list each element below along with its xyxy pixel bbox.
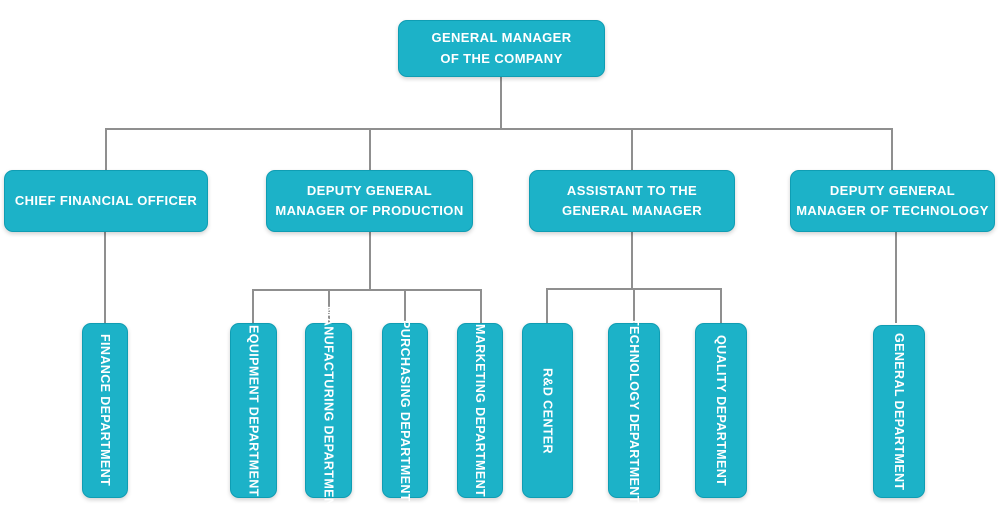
org-node-marketing-department: MARKETING DEPARTMENT bbox=[457, 323, 503, 498]
connector-technology-general bbox=[895, 232, 897, 323]
org-node-quality-department-label: QUALITY DEPARTMENT bbox=[714, 334, 728, 487]
org-node-deputy-gm-technology: DEPUTY GENERAL MANAGER OF TECHNOLOGY bbox=[790, 170, 995, 232]
org-node-equipment-department-label: EQUIPMENT DEPARTMENT bbox=[246, 324, 261, 497]
connector-drop-assistant bbox=[631, 128, 633, 170]
org-node-finance-department-label: FINANCE DEPARTMENT bbox=[98, 334, 112, 487]
org-node-quality-department: QUALITY DEPARTMENT bbox=[695, 323, 747, 498]
org-node-chief-financial-officer-label: CHIEF FINANCIAL OFFICER bbox=[14, 192, 198, 208]
connector-drop-marketing bbox=[480, 289, 482, 323]
connector-gm-stem bbox=[500, 77, 502, 129]
connector-drop-dgm-production bbox=[369, 128, 371, 170]
org-node-rd-center: R&D CENTER bbox=[522, 323, 573, 498]
connector-drop-equipment bbox=[252, 289, 254, 323]
connector-production-bus bbox=[252, 289, 482, 291]
org-node-deputy-gm-production: DEPUTY GENERAL MANAGER OF PRODUCTION bbox=[266, 170, 473, 232]
org-node-deputy-gm-technology-label: DEPUTY GENERAL MANAGER OF TECHNOLOGY bbox=[796, 182, 989, 218]
org-node-general-department-label: GENERAL DEPARTMENT bbox=[892, 332, 906, 491]
org-node-assistant-to-gm-label: ASSISTANT TO THE GENERAL MANAGER bbox=[561, 182, 703, 218]
org-node-marketing-department-label: MARKETING DEPARTMENT bbox=[473, 323, 487, 498]
org-node-general-department: GENERAL DEPARTMENT bbox=[873, 325, 925, 498]
connector-drop-rd bbox=[546, 288, 548, 323]
org-node-assistant-to-gm: ASSISTANT TO THE GENERAL MANAGER bbox=[529, 170, 735, 232]
connector-drop-purchasing bbox=[404, 289, 406, 323]
org-node-manufacturing-department-label: MANUFACTURING DEPARTMENT bbox=[321, 305, 336, 516]
org-node-deputy-gm-production-label: DEPUTY GENERAL MANAGER OF PRODUCTION bbox=[275, 182, 464, 218]
connector-drop-dgm-technology bbox=[891, 128, 893, 170]
connector-drop-manufacturing bbox=[328, 289, 330, 323]
org-node-purchasing-department-label: PURCHASING DEPARTMENT bbox=[398, 319, 412, 502]
connector-cfo-finance bbox=[104, 232, 106, 323]
org-node-finance-department: FINANCE DEPARTMENT bbox=[82, 323, 128, 498]
connector-drop-cfo bbox=[105, 128, 107, 170]
connector-production-stem bbox=[369, 232, 371, 290]
connector-level2-bus bbox=[105, 128, 893, 130]
org-node-chief-financial-officer: CHIEF FINANCIAL OFFICER bbox=[4, 170, 208, 232]
org-node-general-manager-label: GENERAL MANAGER OF THE COMPANY bbox=[431, 30, 572, 66]
org-node-manufacturing-department: MANUFACTURING DEPARTMENT bbox=[305, 306, 352, 515]
connector-drop-quality bbox=[720, 288, 722, 323]
connector-assistant-stem bbox=[631, 232, 633, 290]
org-node-purchasing-department: PURCHASING DEPARTMENT bbox=[382, 320, 428, 501]
org-node-technology-department: TECHNOLOGY DEPARTMENT bbox=[608, 318, 660, 503]
connector-drop-technology bbox=[633, 288, 635, 323]
org-node-general-manager: GENERAL MANAGER OF THE COMPANY bbox=[398, 20, 605, 77]
org-node-equipment-department: EQUIPMENT DEPARTMENT bbox=[230, 323, 277, 498]
org-node-technology-department-label: TECHNOLOGY DEPARTMENT bbox=[627, 317, 641, 504]
org-node-rd-center-label: R&D CENTER bbox=[540, 367, 555, 454]
